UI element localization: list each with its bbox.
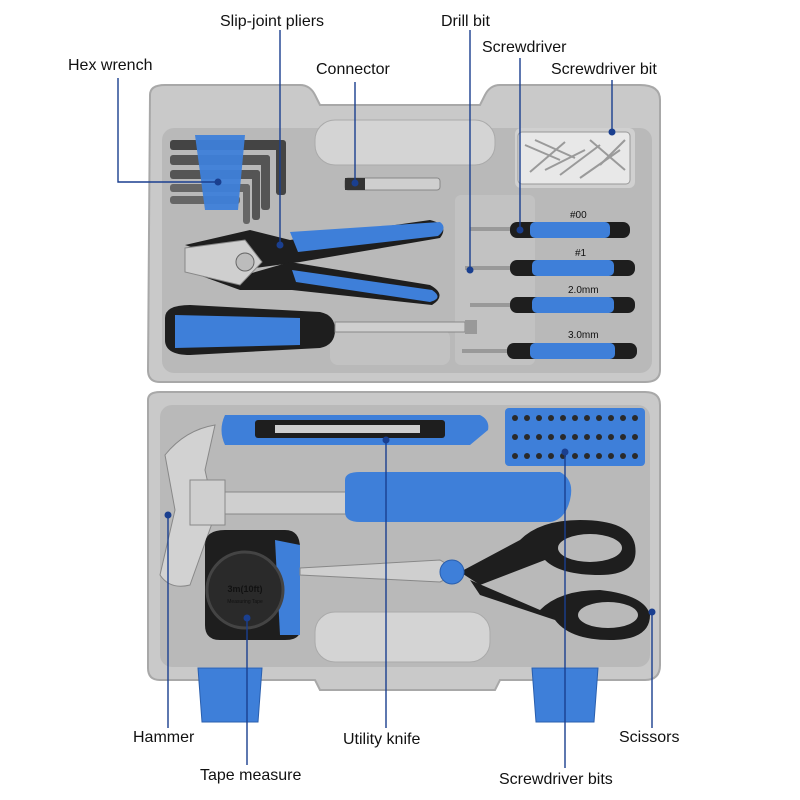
label-hammer: Hammer [133,729,195,746]
leader-hex-wrench [117,78,222,186]
labels: Hex wrench Slip-joint pliers Connector D… [68,13,679,788]
hammer [159,424,572,587]
leader-lines [117,30,656,768]
label-hex-wrench: Hex wrench [68,57,152,74]
tape-measure: 3m(10ft) Measuring Tape [205,530,300,640]
utility-knife [221,415,489,445]
label-scissors: Scissors [619,729,679,746]
precision-screwdrivers: #00 #1 2.0mm 3.0mm [462,210,637,359]
large-screwdriver [165,305,477,355]
scissors [299,520,650,640]
screwdriver-bit-box [517,131,631,185]
hex-wrench-set [170,135,286,224]
label-screwdriver-bits: Screwdriver bits [499,771,613,788]
size-label-1: #1 [575,248,587,259]
size-label-3mm: 3.0mm [568,330,599,341]
tape-size-text: 3m(10ft) [227,584,262,594]
screwdriver-1 [465,260,635,276]
label-slip-joint-pliers: Slip-joint pliers [220,13,324,30]
screwdriver-bits-holder [505,408,645,466]
slip-joint-pliers [184,220,444,305]
size-label-2mm: 2.0mm [568,285,599,296]
label-screwdriver: Screwdriver [482,39,567,56]
label-tape-measure: Tape measure [200,767,301,784]
label-connector: Connector [316,61,390,78]
size-label-00: #00 [570,210,587,221]
connector [344,177,441,191]
label-screwdriver-bit: Screwdriver bit [551,61,657,78]
screwdriver-2mm [470,297,635,313]
tape-caption-text: Measuring Tape [227,599,263,605]
screwdriver-3mm [462,343,637,359]
screwdriver-00 [470,222,630,238]
label-utility-knife: Utility knife [343,731,420,748]
label-drill-bit: Drill bit [441,13,490,30]
